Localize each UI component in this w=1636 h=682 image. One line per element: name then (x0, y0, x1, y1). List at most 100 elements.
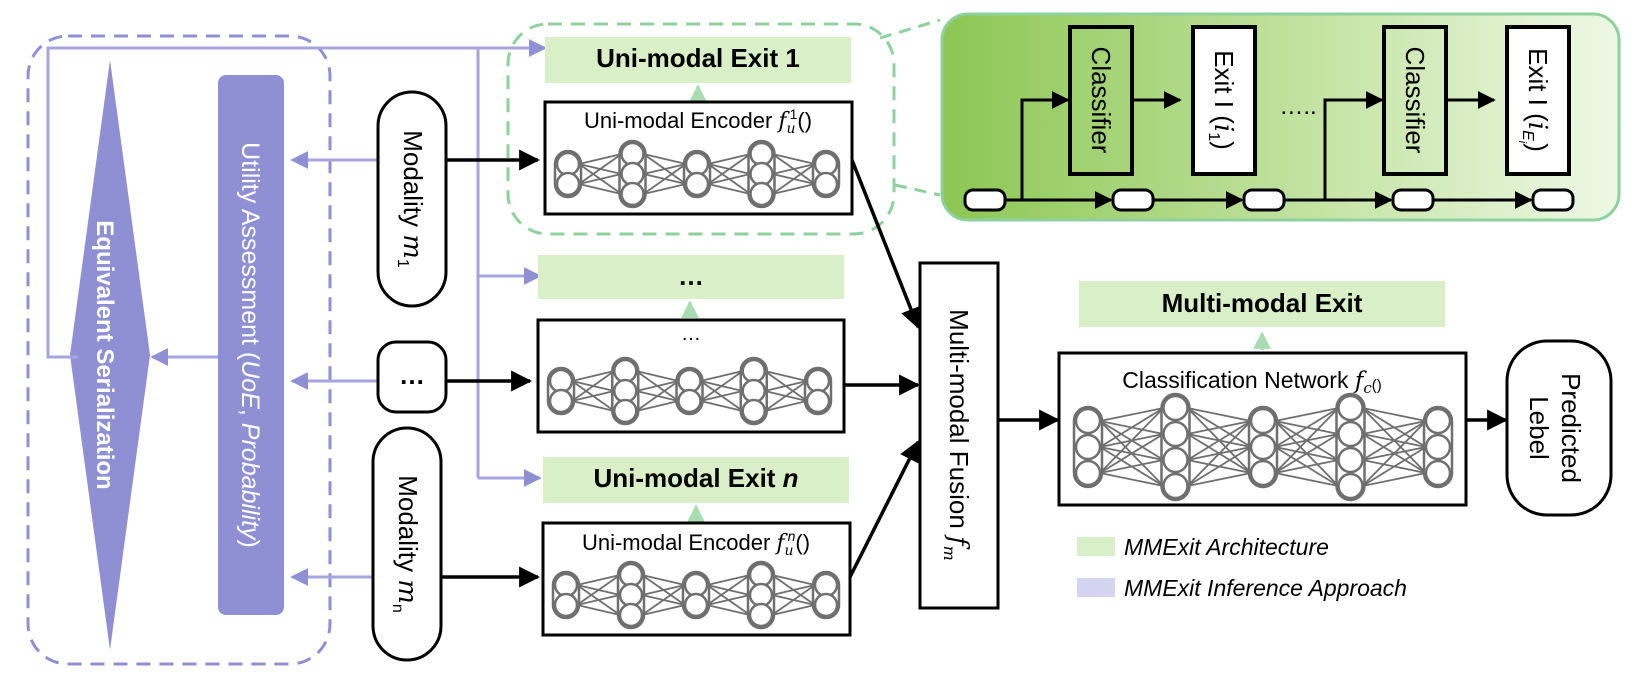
nn-node (813, 592, 839, 618)
uni-modal-exit-1: Uni-modal Exit 1 (545, 37, 851, 83)
nn-node (741, 358, 766, 384)
multi-modal-exit-label: Multi-modal Exit (1162, 288, 1363, 318)
nn-layer (1335, 392, 1366, 502)
inset-classifier-2-label: Classifier (1400, 47, 1430, 154)
nn-edge (707, 183, 751, 195)
nn-layer (675, 366, 704, 416)
predicted-line1: Predicted (1556, 373, 1586, 483)
nn-node (548, 388, 574, 414)
nn-edge (706, 574, 751, 606)
encoder-to-fusion-arrows (844, 159, 921, 578)
legend-swatch-architecture (1077, 537, 1115, 556)
nn-node (1162, 446, 1189, 474)
nn-edge (641, 584, 686, 596)
nn-node (553, 572, 579, 598)
nn-layer (553, 149, 583, 199)
nn-node (1249, 407, 1277, 435)
encoder-1-network (553, 139, 841, 209)
nn-edge (700, 370, 743, 382)
nn-edge (772, 153, 816, 165)
nn-node (1074, 407, 1102, 435)
encoder-n: Uni-modal Encoder fun() (541, 521, 852, 637)
nn-layer (811, 149, 841, 199)
nn-node (555, 171, 581, 197)
inset-token-3 (1391, 188, 1435, 212)
modality-m1: Modality m1 (376, 90, 448, 308)
nn-edge (635, 380, 680, 412)
nn-edge (1187, 407, 1252, 422)
nn-edge (576, 594, 621, 606)
nn-node (684, 171, 710, 197)
classification-label: Classification Network fc() (1122, 367, 1382, 397)
nn-edge (1187, 420, 1252, 461)
modality-arrows (441, 149, 541, 588)
nn-node (618, 602, 644, 628)
legend-label-architecture: MMExit Architecture (1124, 534, 1329, 560)
nn-edge (772, 163, 816, 175)
predicted-line2: Lebel (1524, 396, 1554, 460)
nn-edge (636, 400, 679, 412)
classification-network: Classification Network fc() (1057, 351, 1468, 507)
nn-layer (551, 570, 581, 620)
nn-node (749, 161, 774, 187)
nn-edge (571, 370, 615, 382)
nn-edge (578, 183, 622, 195)
nn-edge (1274, 472, 1339, 487)
nn-edge (771, 584, 816, 616)
nn-node (553, 592, 579, 618)
nn-edge (699, 370, 744, 402)
nn-node (613, 398, 638, 424)
nn-node (677, 368, 702, 394)
nn-edge (764, 380, 808, 412)
nn-edge (1099, 407, 1165, 474)
nn-edge (771, 584, 816, 596)
nn-node (749, 141, 774, 167)
nn-node (620, 161, 645, 187)
exit-middle-label: … (678, 261, 704, 291)
serialization-label: Equivalent Serialization (91, 220, 118, 489)
inset-token-1 (1111, 188, 1155, 212)
modality-mn-label: Modality mn (389, 475, 423, 613)
nn-node (684, 151, 710, 177)
fusion-label: Multi-modal Fusion fm (940, 309, 974, 561)
nn-edge (1274, 459, 1339, 474)
inset-exit-first (1191, 25, 1257, 176)
nn-edge (707, 173, 751, 185)
nn-node (555, 151, 581, 177)
encoder-n-label: Uni-modal Encoder fun() (582, 528, 810, 559)
uni-modal-exit-middle: … (538, 255, 844, 299)
predicted-label: Predicted Lebel (1505, 339, 1613, 517)
nn-edge (700, 400, 743, 412)
zoom-connector-bottom (894, 183, 941, 197)
nn-edge (636, 370, 679, 382)
exit-n-label: Uni-modal Exit n (593, 463, 798, 493)
equivalent-serialization-shape: Equivalent Serialization (70, 60, 150, 650)
nn-node (1424, 433, 1452, 461)
nn-layer (803, 366, 833, 416)
nn-edge (706, 594, 751, 606)
utility-assessment-label: Utility Assessment (UoE, Probability) (236, 142, 264, 548)
nn-edge (636, 380, 679, 392)
nn-node (741, 398, 766, 424)
nn-edge (571, 390, 615, 402)
nn-node (1074, 433, 1102, 461)
modality-mn: Modality mn (371, 426, 443, 662)
modality-middle-label: … (399, 360, 425, 390)
zoom-connector-top (879, 18, 941, 40)
nn-edge (1274, 407, 1340, 474)
nn-edge (1361, 420, 1427, 487)
nn-edge (764, 400, 808, 412)
nn-node (805, 388, 831, 414)
nn-edge (643, 163, 687, 175)
nn-layer (681, 570, 711, 620)
inset-chain-arrows (1005, 91, 1533, 209)
inset-dots: ….. (1279, 93, 1316, 120)
nn-node (1249, 433, 1277, 461)
nn-layer (811, 570, 841, 620)
nn-edge (1099, 407, 1164, 448)
nn-node (613, 358, 638, 384)
encoder-middle-label: … (681, 323, 701, 345)
nn-edge (1362, 407, 1427, 422)
nn-node (1162, 394, 1189, 422)
